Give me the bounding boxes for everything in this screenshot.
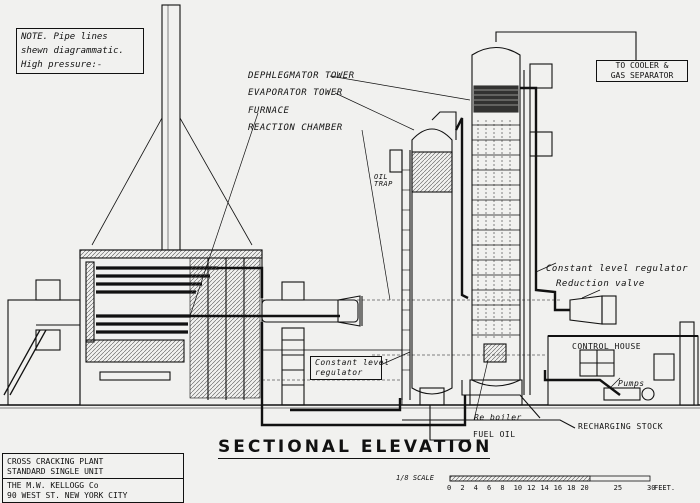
label-leader-lines (189, 75, 621, 421)
guy-wire-right (179, 117, 253, 246)
reduction-valve-vessel (569, 295, 603, 325)
credit-line-1: CROSS CRACKING PLANT (7, 457, 104, 466)
left-platform (7, 299, 81, 406)
note-line-2: shewn diagrammatic. (21, 46, 124, 56)
scale-tick-label: 0 (447, 484, 452, 492)
cooler-line-2: GAS SEPARATOR (610, 71, 674, 80)
scale-tick-label: 16 (553, 484, 563, 492)
cooler-line-1: TO COOLER & (615, 61, 669, 70)
label-recharging-stock: RECHARGING STOCK (578, 422, 664, 431)
scale-tick-label: 30 (647, 484, 656, 492)
label-pumps: Pumps (618, 379, 645, 388)
overhead-vapor-line (495, 31, 637, 60)
label-furnace: FURNACE (248, 106, 290, 116)
scale-tick-label: 25 (613, 484, 623, 492)
scale-tick-label: 4 (473, 484, 478, 492)
label-constant-level-regulator-left: Constant level regulator (310, 356, 389, 380)
scale-tick-label: 2 (460, 484, 465, 492)
label-reaction-chamber: REACTION CHAMBER (248, 123, 343, 133)
credit-box: CROSS CRACKING PLANT STANDARD SINGLE UNI… (2, 453, 184, 503)
chimney-stack (161, 4, 181, 251)
page-title: SECTIONAL ELEVATION (218, 437, 493, 457)
scale-unit: FEET. (654, 484, 676, 492)
scale-tick-label: 14 (540, 484, 549, 492)
scale-tick-label: 8 (500, 484, 505, 492)
cooler-gas-separator-box: TO COOLER & GAS SEPARATOR (596, 60, 688, 82)
note-line-3: High pressure:- (21, 60, 103, 70)
guy-wire-left (91, 117, 163, 246)
clr-left-line-1: Constant level (315, 358, 390, 367)
label-constant-level-regulator-right: Constant level regulator (546, 264, 689, 274)
scale-tick-label: 6 (487, 484, 492, 492)
scale-label: 1/8 SCALE (396, 474, 434, 482)
label-dephlegmator-tower: DEPHLEGMATOR TOWER (248, 71, 355, 81)
credit-line-3: THE M.W. KELLOGG Co (7, 481, 99, 490)
dephlegmator-trays (472, 124, 520, 336)
scale-tick-label: 10 (513, 484, 523, 492)
furnace-tube-bank-lower (96, 314, 190, 334)
title-underline (218, 458, 490, 459)
note-box: NOTE. Pipe lines shewn diagrammatic. Hig… (16, 28, 144, 74)
label-reduction-valve: Reduction valve (556, 279, 645, 289)
scale-tick-label: 12 (527, 484, 536, 492)
credit-line-4: 90 WEST ST. NEW YORK CITY (7, 491, 128, 500)
scale-tick-label: 18 (567, 484, 576, 492)
reaction-chamber (261, 299, 359, 323)
label-oil-trap: OIL TRAP (374, 173, 393, 188)
label-evaporator-tower: EVAPORATOR TOWER (248, 88, 343, 98)
control-house (547, 335, 699, 406)
scale-bar (449, 475, 651, 482)
clr-left-line-2: regulator (315, 368, 363, 377)
reboiler-unit (483, 343, 507, 363)
note-line-1: NOTE. Pipe lines (21, 32, 108, 42)
scale-tick-label: 20 (580, 484, 589, 492)
label-fuel-oil: FUEL OIL (473, 430, 516, 439)
credit-line-2: STANDARD SINGLE UNIT (7, 467, 104, 476)
high-pressure-piping (190, 86, 621, 427)
label-control-house: CONTROL HOUSE (572, 342, 642, 351)
label-reboiler: Re boiler (474, 413, 522, 422)
pump-unit (603, 387, 641, 401)
